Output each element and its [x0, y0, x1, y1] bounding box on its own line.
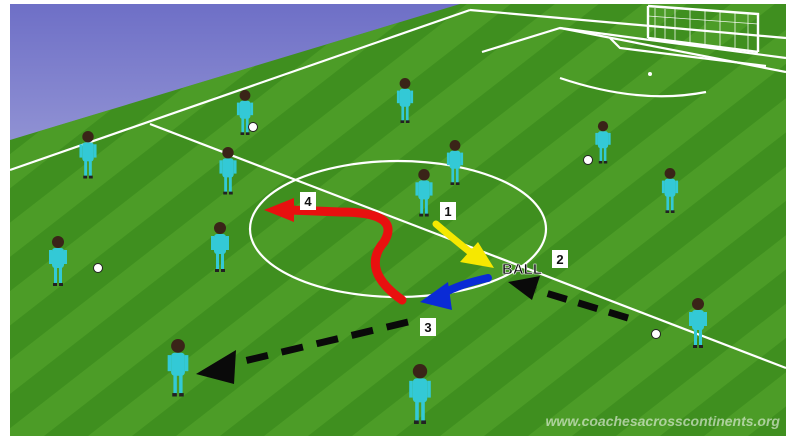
player-figure: [49, 236, 67, 286]
pass-arrow-dashed: [239, 318, 409, 366]
run-arrow-dashed: [534, 286, 630, 322]
players-layer: [49, 78, 707, 424]
player-figure: [236, 90, 254, 135]
player-figure: [167, 339, 189, 397]
player-figure: [79, 131, 97, 179]
player-figure: [409, 364, 431, 424]
penalty-spot: [648, 72, 652, 76]
svg-text:4: 4: [304, 194, 312, 209]
penalty-arc: [559, 76, 707, 98]
movement-arrows: [196, 198, 630, 384]
step-label-3: 3: [420, 318, 436, 336]
svg-text:2: 2: [556, 252, 563, 267]
ball-label: BALL: [502, 261, 542, 278]
step-label-2: 2: [552, 250, 568, 268]
player-figure: [211, 222, 229, 272]
ball: [583, 155, 593, 165]
svg-text:3: 3: [424, 320, 431, 335]
goal-box: [609, 37, 767, 68]
goal-frame: [646, 4, 760, 54]
player-figure: [689, 298, 707, 348]
step-label-4: 4: [300, 192, 316, 210]
player-figure: [446, 140, 464, 185]
player-figure: [219, 147, 237, 195]
player-figure: [661, 168, 679, 213]
red-arrow: [285, 205, 407, 305]
player-figure: [595, 121, 611, 164]
player-figure: [415, 169, 433, 217]
pass-arrowhead: [196, 350, 236, 384]
run-arrowhead: [508, 276, 540, 300]
ball: [93, 263, 103, 273]
ball: [651, 329, 661, 339]
yellow-arrow: [432, 220, 474, 256]
player-figure: [396, 78, 414, 123]
svg-text:1: 1: [444, 204, 451, 219]
watermark: www.coachesacrosscontinents.org: [546, 413, 781, 429]
step-label-1: 1: [440, 202, 456, 220]
far-line: [469, 8, 786, 40]
ball: [248, 122, 258, 132]
